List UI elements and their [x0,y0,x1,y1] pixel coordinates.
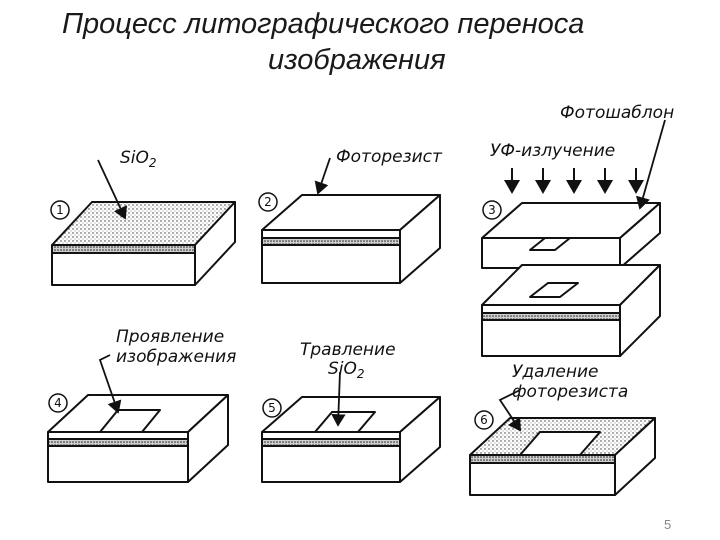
step-4-stack [47,394,229,483]
uv-arrows [504,168,644,194]
step-number: 4 [54,396,62,410]
label-sio2: SiO2 [120,148,157,170]
pointer-photoresist [314,157,331,195]
pointer-sio2 [97,159,127,220]
step-number: 3 [488,203,496,217]
title-line-2: изображения [268,44,446,76]
pointer-remove [498,389,521,432]
step-1-stack [51,201,236,286]
step-number: 2 [264,195,272,209]
step-numbers: 1 2 3 4 5 6 [48,192,502,430]
label-uv: УФ-излучение [490,141,615,161]
label-etch-2: SiO2 [328,359,365,381]
pointer-arrows [97,119,666,432]
label-remove-1: Удаление [512,362,598,382]
pointer-develop [98,354,122,414]
label-develop-2: изображения [116,347,236,367]
step-6-stack [469,417,656,496]
page-number: 5 [664,517,672,532]
step-5-stack [261,396,441,483]
label-develop-1: Проявление [116,327,224,347]
pointer-etch [331,371,346,427]
step-2-stack [261,194,441,284]
title-line-1: Процесс литографического переноса [62,8,585,40]
label-photomask: Фотошаблон [560,103,674,123]
step-number: 6 [480,413,488,427]
step-number: 1 [56,203,64,217]
annotation-labels: SiO2 Фоторезист Фотошаблон УФ-излучение … [116,103,674,402]
label-remove-2: фоторезиста [512,382,628,402]
step-3-photomask [481,202,661,269]
label-photoresist: Фоторезист [336,147,443,167]
label-etch-1: Травление [300,340,396,360]
step-3-substrate [481,264,661,357]
pointer-photomask [636,119,666,210]
step-number: 5 [268,401,276,415]
